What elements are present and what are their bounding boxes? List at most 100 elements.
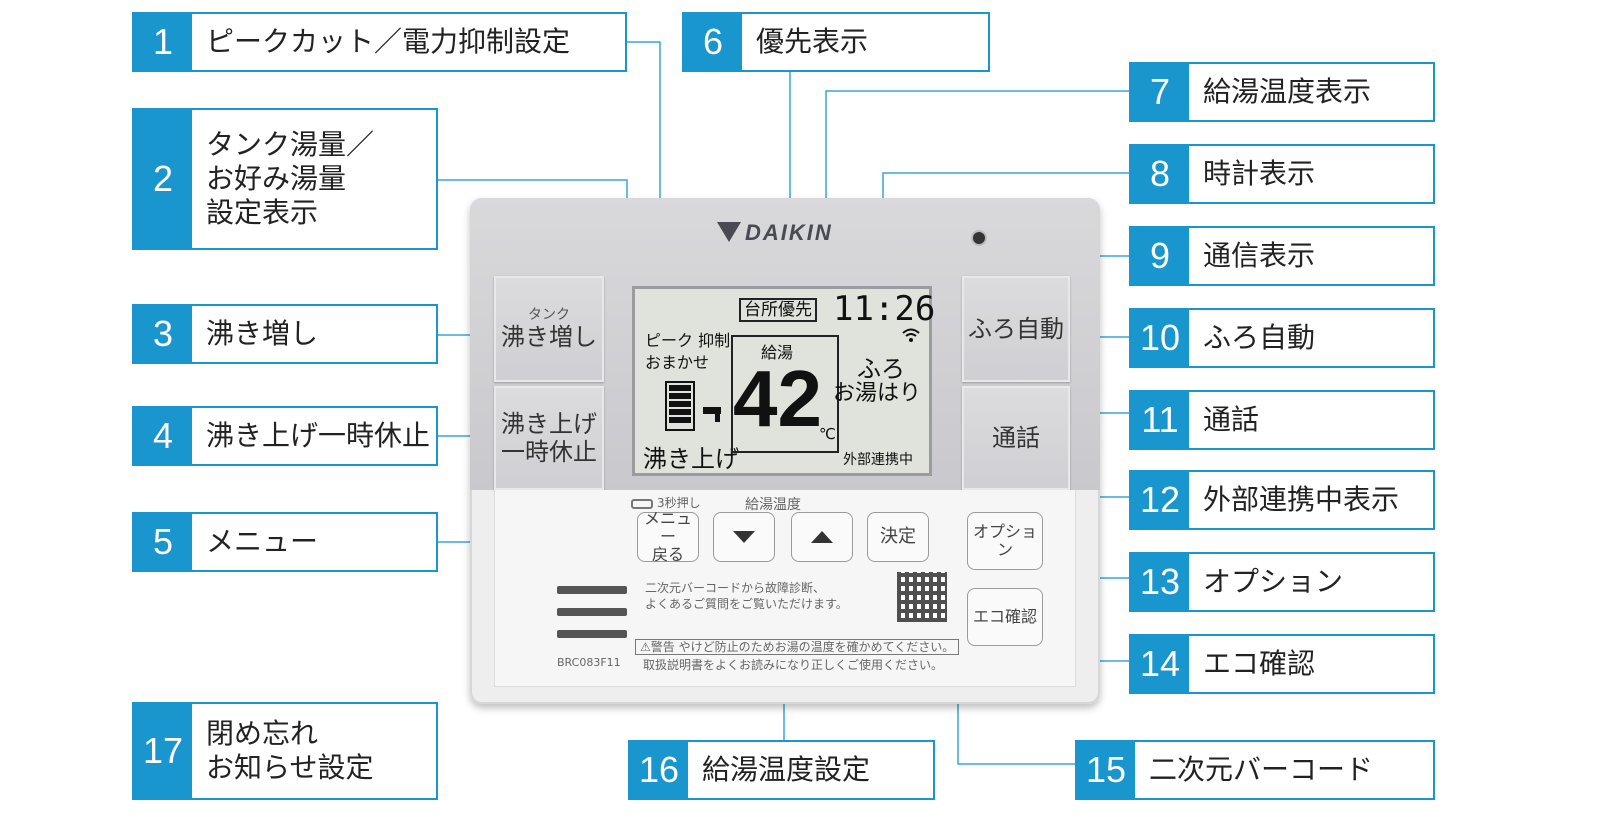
callout-4: 4 沸き上げ一時休止 [132,406,438,466]
bath-auto-button-label: ふろ自動 [968,315,1064,343]
brand-name: DAIKIN [745,220,833,245]
brand-logo: DAIKIN [717,220,833,246]
callout-label: タンク湯量／ お好み湯量 設定表示 [206,128,375,229]
eco-button[interactable]: エコ確認 [967,588,1043,646]
callout-number: 16 [630,742,688,798]
call-button[interactable]: 通話 [962,386,1070,490]
callout-5: 5 メニュー [132,512,438,572]
call-button-label: 通話 [992,424,1040,452]
qr-code [897,572,947,622]
decide-button[interactable]: 決定 [867,512,929,562]
callout-14: 14 エコ確認 [1129,634,1435,694]
temperature-unit: ℃ [819,425,836,443]
bath-auto-button[interactable]: ふろ自動 [962,276,1070,382]
callout-label: 沸き上げ一時休止 [206,419,431,452]
menu-button[interactable]: メニュー 戻る [637,509,699,564]
callout-9: 9 通信表示 [1129,226,1435,286]
qr-description: 二次元バーコードから故障診断、 よくあるご質問をご覧いただけます。 [645,581,848,611]
peak-cut-indicator: ピーク 抑制 [645,331,731,350]
callout-label: 給湯温度設定 [702,753,871,786]
faucet-icon [703,407,721,414]
reheat-button[interactable]: タンク沸き増し [494,276,604,382]
speaker-slot [557,586,627,594]
supply-temperature-value: 42 [733,354,822,443]
callout-label: 通信表示 [1203,239,1316,272]
tank-level-icon [665,381,695,431]
decide-button-label: 決定 [880,526,916,547]
speaker-slot [557,608,627,616]
callout-number: 6 [684,14,742,70]
arrow-down-icon [733,531,755,543]
callout-number: 13 [1131,554,1189,610]
warning-icon: ⚠ [640,640,651,654]
warning-text: やけど防止のためお湯の温度を確かめてください。 [678,640,955,654]
model-number: BRC083F11 [557,656,621,669]
lcd-display: 台所優先 11:26 ピーク 抑制 おまかせ 沸き上げ 給湯 42 [632,286,936,476]
hold-hint-label: 3秒押し [657,496,701,510]
key-icon [631,498,653,509]
menu-button-label: メニュー 戻る [643,509,692,564]
callout-6: 6 優先表示 [682,12,990,72]
callout-label: 時計表示 [1203,157,1316,190]
omakase-indicator: おまかせ [645,353,710,372]
callout-12: 12 外部連携中表示 [1129,470,1435,530]
callout-label: 沸き増し [206,317,319,350]
warning-line: ⚠警告 やけど防止のためお湯の温度を確かめてください。 [635,638,960,655]
lower-panel: 3秒押し 給湯温度 メニュー 戻る 決定 オプション エコ確認 二次元バーコード… [494,490,1076,687]
callout-number: 15 [1077,742,1135,798]
temp-down-button[interactable] [713,512,775,562]
daikin-mark-icon [717,222,741,242]
speaker-slot [557,630,627,638]
external-link-indicator: 外部連携中 [843,452,913,468]
callout-label: メニュー [206,525,319,558]
temperature-group-label: 給湯温度 [745,497,801,513]
bath-indicator: ふろ [857,355,905,383]
warning-label: 警告 [650,640,675,654]
reheat-button-label: 沸き増し [501,323,597,351]
callout-8: 8 時計表示 [1129,144,1435,204]
callout-number: 5 [134,514,192,570]
callout-number: 11 [1131,392,1189,448]
hold-hint: 3秒押し [631,494,701,511]
callout-3: 3 沸き増し [132,304,438,364]
callout-number: 8 [1131,146,1189,202]
callout-number: 12 [1131,472,1189,528]
callout-label: ふろ自動 [1203,321,1316,354]
callout-number: 14 [1131,636,1189,692]
wifi-icon [902,328,920,342]
callout-label: エコ確認 [1203,647,1316,680]
eco-button-label: エコ確認 [972,607,1037,626]
callout-1: 1 ピークカット／電力抑制設定 [132,12,627,72]
callout-number: 3 [134,306,192,362]
clock-display: 11:26 [833,289,936,329]
manual-notice: 取扱説明書をよくお読みになり正しくご使用ください。 [643,658,944,672]
upper-panel: DAIKIN タンク沸き増し 沸き上げ 一時休止 ふろ自動 通話 台所優先 11… [470,198,1100,490]
callout-number: 1 [134,14,192,70]
supply-label: 給湯 [761,343,794,362]
callout-number: 2 [134,110,192,248]
callout-number: 17 [134,704,192,798]
bath-filling-indicator: お湯はり [833,381,922,406]
pause-button-label: 沸き上げ 一時休止 [501,410,597,466]
pause-button[interactable]: 沸き上げ 一時休止 [494,386,604,490]
temp-up-button[interactable] [791,512,853,562]
callout-label: 閉め忘れ お知らせ設定 [206,717,374,784]
callout-number: 4 [134,408,192,464]
faucet-drip-icon [715,414,720,422]
sensor-icon [973,232,985,244]
callout-label: 外部連携中表示 [1203,483,1400,516]
option-button[interactable]: オプション [967,512,1043,570]
callout-10: 10 ふろ自動 [1129,308,1435,368]
priority-indicator: 台所優先 [739,298,817,322]
remote-controller: DAIKIN タンク沸き増し 沸き上げ 一時休止 ふろ自動 通話 台所優先 11… [470,198,1100,704]
callout-number: 10 [1131,310,1189,366]
callout-number: 9 [1131,228,1189,284]
callout-label: 優先表示 [756,25,869,58]
callout-label: ピークカット／電力抑制設定 [206,25,571,58]
callout-label: オプション [1203,565,1344,598]
boiling-indicator: 沸き上げ [643,445,739,473]
